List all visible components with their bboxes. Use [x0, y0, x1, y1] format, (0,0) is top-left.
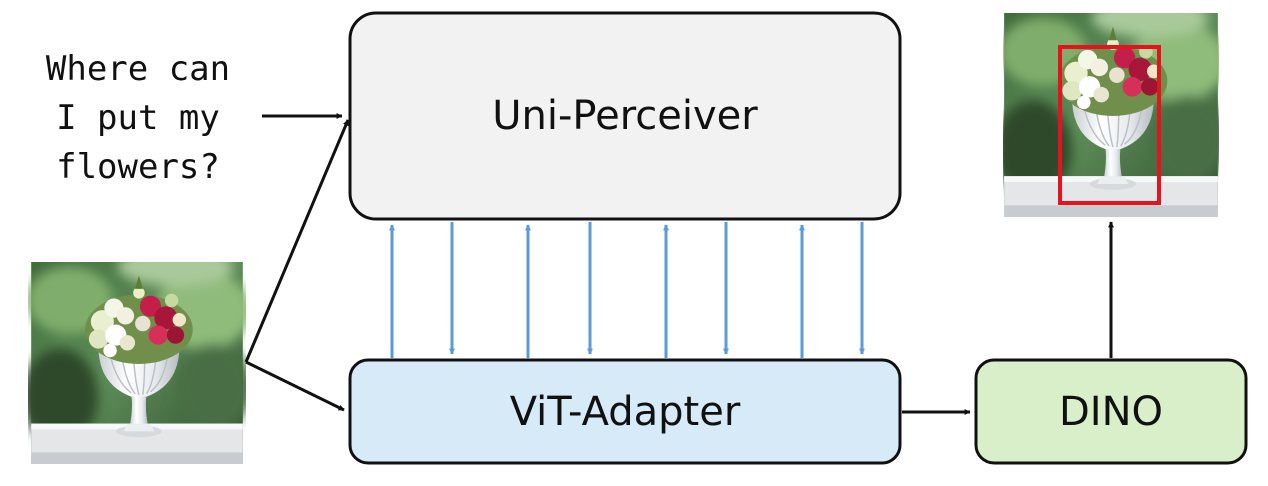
- image-to-uni-perceiver-arrow: [244, 119, 350, 363]
- output-image: [994, 0, 1227, 217]
- detection-box: [1058, 45, 1161, 205]
- image-to-vit-adapter-arrow: [245, 360, 345, 412]
- uni-perceiver-label: Uni-Perceiver: [492, 93, 758, 139]
- dino-box: DINO: [974, 358, 1248, 465]
- question-text: Where can I put my flowers?: [46, 49, 230, 187]
- question-line: I put my: [56, 98, 220, 138]
- input-image: [22, 248, 253, 464]
- question-line: flowers?: [56, 147, 220, 187]
- dino-label: DINO: [1059, 389, 1163, 435]
- vit-adapter-label: ViT-Adapter: [510, 389, 741, 435]
- uni-perceiver-box: Uni-Perceiver: [348, 11, 902, 221]
- vit-adapter-box: ViT-Adapter: [348, 358, 902, 465]
- question-line: Where can: [46, 49, 230, 89]
